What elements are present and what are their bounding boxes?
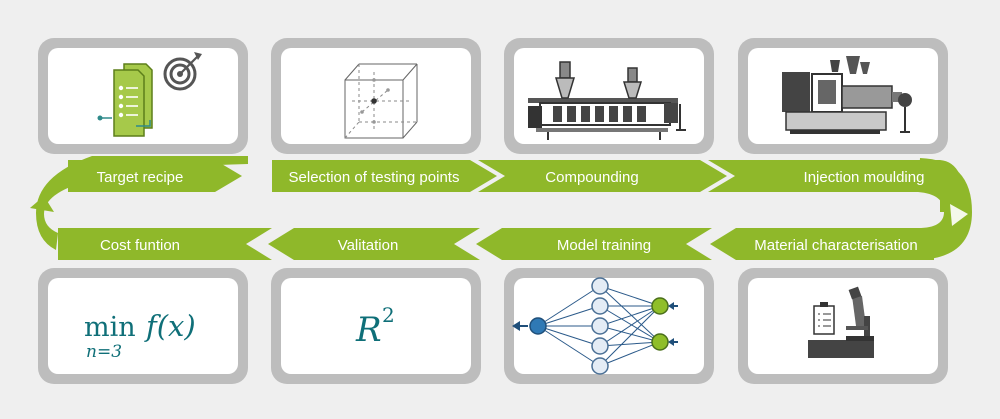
card-selection-testing-points	[271, 38, 481, 154]
neural-network-icon	[512, 277, 678, 375]
arrow-selection-testing-points	[272, 160, 497, 192]
loop-arrowhead-left	[30, 196, 54, 212]
card-cost-function	[38, 268, 248, 384]
arrow-cost-function	[58, 228, 272, 260]
arrow-validation	[268, 228, 480, 260]
label-cost-function: Cost funtion	[100, 237, 180, 254]
formula-min-subscript: n=3	[86, 342, 122, 362]
document-target-icon	[97, 52, 202, 137]
label-target-recipe: Target recipe	[97, 169, 184, 186]
extruder-icon	[528, 61, 686, 140]
label-material-characterisation: Material characterisation	[754, 237, 917, 254]
label-model-training: Model training	[557, 237, 651, 254]
label-injection-moulding: Injection moulding	[804, 169, 925, 186]
injection-machine-icon	[782, 56, 912, 134]
formula-r: R	[355, 310, 382, 350]
label-compounding: Compounding	[545, 169, 638, 186]
card-material-characterisation	[738, 268, 948, 384]
arrow-injection-moulding	[708, 160, 966, 212]
lab-microscope-icon	[808, 286, 874, 358]
arrow-target-recipe	[68, 160, 242, 192]
cost-function-formula: min n=3 f(x)	[84, 309, 196, 362]
card-compounding	[504, 38, 714, 154]
label-validation: Valitation	[338, 237, 399, 254]
cube-points-icon	[344, 63, 418, 139]
formula-function: f(x)	[144, 309, 196, 343]
r-squared-formula: R 2	[355, 303, 395, 350]
card-validation	[271, 268, 481, 384]
formula-exponent: 2	[382, 303, 395, 327]
arrow-material-characterisation	[710, 228, 934, 260]
arrow-compounding	[478, 160, 727, 192]
formula-min-operator: min	[84, 312, 136, 343]
label-selection-testing-points: Selection of testing points	[289, 169, 460, 186]
arrow-model-training	[476, 228, 712, 260]
